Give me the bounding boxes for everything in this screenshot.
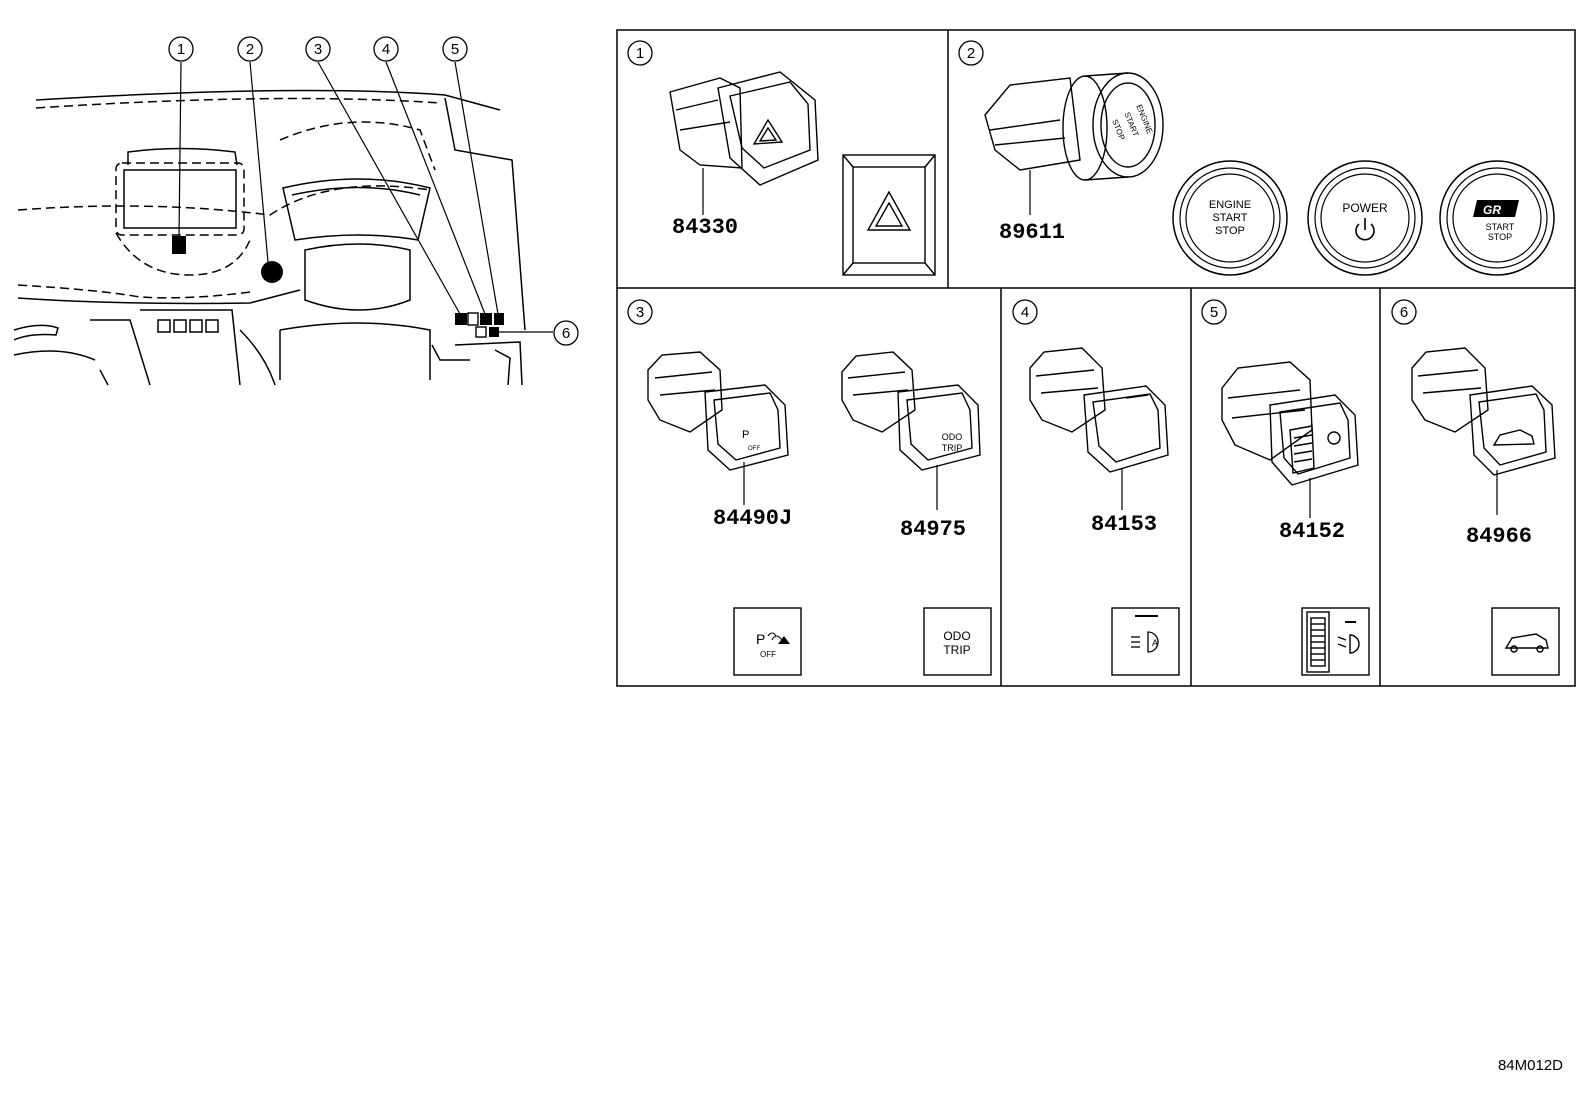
parking-sensor-switch-drawing xyxy=(647,351,789,471)
svg-text:ODO: ODO xyxy=(942,432,963,442)
panel-6-vehicle-switch: 6 84966 xyxy=(1391,299,1560,676)
panel-5-number: 5 xyxy=(1210,304,1218,321)
callout-3: 3 xyxy=(305,36,331,62)
svg-text:P: P xyxy=(756,631,765,647)
svg-text:STOP: STOP xyxy=(1488,232,1512,242)
callout-1: 1 xyxy=(168,36,194,62)
headlight-leveling-icon xyxy=(1301,607,1370,676)
suv-vehicle-icon xyxy=(1491,607,1560,676)
auto-headlight-icon: A xyxy=(1111,607,1180,676)
panel-6-number: 6 xyxy=(1400,304,1408,321)
vehicle-switch-drawing xyxy=(1411,347,1556,476)
svg-text:A: A xyxy=(1152,638,1158,648)
center-display xyxy=(115,147,251,276)
engine-start-stop-button: ENGINE START STOP xyxy=(1172,160,1288,276)
callout-2-label: 2 xyxy=(246,41,254,58)
panel-3-number: 3 xyxy=(636,304,644,321)
svg-text:TRIP: TRIP xyxy=(942,443,963,453)
panel-1-number: 1 xyxy=(636,45,644,62)
hazard-switch-drawing xyxy=(669,71,819,186)
leader-lines xyxy=(178,61,553,333)
part-number-84152: 84152 xyxy=(1279,519,1345,544)
part-number-89611: 89611 xyxy=(999,220,1065,245)
callout-4-label: 4 xyxy=(382,41,390,58)
odo-trip-switch-drawing xyxy=(841,351,981,471)
panel-4-headlight-switch: 4 84153 A xyxy=(1012,299,1180,676)
location-markers xyxy=(172,236,504,338)
panel-5-leveling-switch: 5 84152 xyxy=(1201,299,1370,676)
svg-text:TRIP: TRIP xyxy=(943,643,970,657)
leveling-switch-drawing xyxy=(1221,361,1359,486)
callout-5-label: 5 xyxy=(451,41,459,58)
parking-sensor-icon: P OFF xyxy=(733,607,802,676)
svg-text:OFF: OFF xyxy=(760,650,776,659)
svg-text:ENGINE: ENGINE xyxy=(1209,199,1251,211)
svg-text:START: START xyxy=(1486,222,1515,232)
callout-2: 2 xyxy=(237,36,263,62)
part-number-84966: 84966 xyxy=(1466,524,1532,549)
diagram-code: 84M012D xyxy=(1498,1057,1563,1074)
parts-grid-frame xyxy=(616,29,1576,687)
hvac-buttons xyxy=(157,319,219,333)
gr-start-stop-button: GR START STOP xyxy=(1439,160,1555,276)
dashboard-overview xyxy=(13,89,526,386)
odo-trip-icon: ODO TRIP xyxy=(923,607,992,676)
callout-6: 6 xyxy=(553,320,579,346)
svg-text:START: START xyxy=(1212,212,1247,224)
part-number-84975: 84975 xyxy=(900,517,966,542)
panel-4-number: 4 xyxy=(1021,304,1029,321)
hazard-triangle-icon xyxy=(842,154,936,276)
svg-text:STOP: STOP xyxy=(1110,118,1126,141)
svg-text:OFF: OFF xyxy=(748,446,760,452)
power-symbol-icon xyxy=(1355,218,1375,241)
power-button: POWER xyxy=(1307,160,1423,276)
callout-3-label: 3 xyxy=(314,41,322,58)
panel-3-switches: 3 P OFF 84490J ODO TRIP 84975 P OFF xyxy=(627,299,992,676)
headlight-switch-drawing xyxy=(1029,347,1169,473)
svg-text:GR: GR xyxy=(1483,203,1501,217)
gr-logo-icon: GR xyxy=(1473,200,1519,217)
callout-6-label: 6 xyxy=(562,325,570,342)
svg-text:STOP: STOP xyxy=(1215,225,1245,237)
start-switch-drawing xyxy=(984,72,1164,181)
panel-2-start-switch: 2 ENGINE START STOP 89611 ENGINE START S… xyxy=(958,40,1555,276)
callout-5: 5 xyxy=(442,36,468,62)
start-switch-face-text: ENGINE START STOP xyxy=(1110,103,1154,141)
overview-callouts: 1 2 3 4 5 6 xyxy=(168,36,579,346)
svg-text:ODO: ODO xyxy=(943,629,970,643)
callout-1-label: 1 xyxy=(177,41,185,58)
part-number-84330: 84330 xyxy=(672,215,738,240)
part-number-84153: 84153 xyxy=(1091,512,1157,537)
callout-4: 4 xyxy=(373,36,399,62)
svg-text:POWER: POWER xyxy=(1342,201,1388,215)
svg-text:P: P xyxy=(742,429,749,441)
panel-2-number: 2 xyxy=(967,45,975,62)
part-number-84490J: 84490J xyxy=(713,506,792,531)
panel-1-hazard-switch: 1 84330 xyxy=(627,40,936,276)
